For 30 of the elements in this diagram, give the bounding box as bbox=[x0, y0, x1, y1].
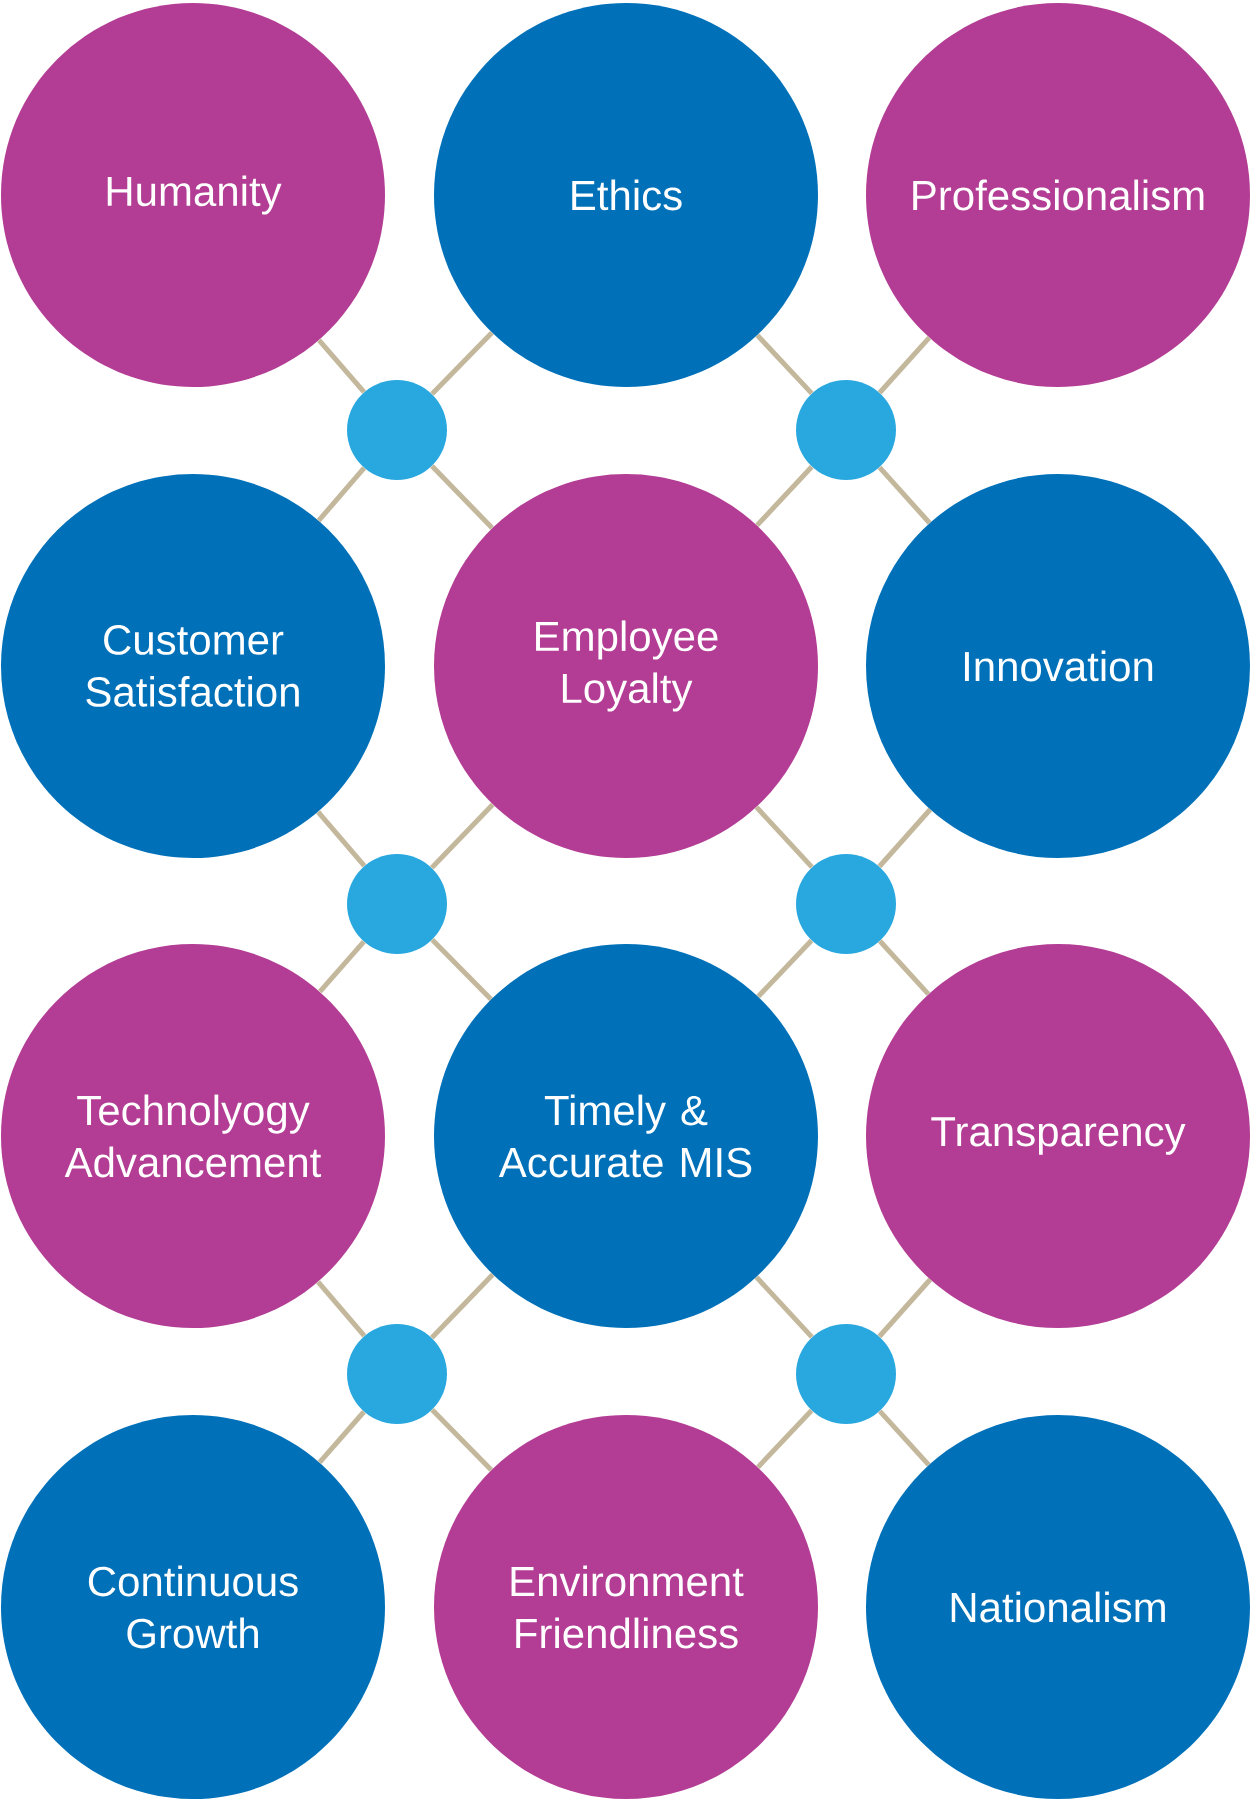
connector-line bbox=[430, 937, 493, 1001]
connector-line bbox=[430, 464, 494, 530]
connector-line bbox=[754, 1275, 814, 1339]
connector-line bbox=[877, 1277, 933, 1339]
connector-line bbox=[878, 939, 931, 996]
connector-line bbox=[877, 1409, 931, 1467]
connector-line bbox=[316, 1280, 367, 1338]
connector-line bbox=[316, 466, 367, 523]
connector-line bbox=[756, 1408, 814, 1469]
connector-line bbox=[317, 1410, 366, 1465]
connector-line bbox=[430, 802, 495, 870]
connector-line bbox=[755, 465, 814, 528]
connector-dot bbox=[796, 854, 896, 954]
connector-line bbox=[430, 330, 494, 396]
connector-line bbox=[877, 336, 932, 395]
connector-line bbox=[755, 333, 814, 396]
connector-line bbox=[430, 1272, 495, 1340]
connector-dot bbox=[347, 380, 447, 480]
connector-line bbox=[430, 1408, 494, 1472]
connector-line bbox=[754, 805, 814, 869]
connector-line bbox=[316, 810, 367, 868]
connector-line bbox=[877, 807, 933, 869]
connector-dot bbox=[796, 1324, 896, 1424]
connector-dot bbox=[796, 380, 896, 480]
connector-dot bbox=[347, 854, 447, 954]
connector-dot bbox=[347, 1324, 447, 1424]
connector-line bbox=[317, 338, 366, 394]
connector-line bbox=[877, 465, 932, 525]
connector-line bbox=[318, 940, 366, 994]
connector-line bbox=[756, 938, 814, 999]
